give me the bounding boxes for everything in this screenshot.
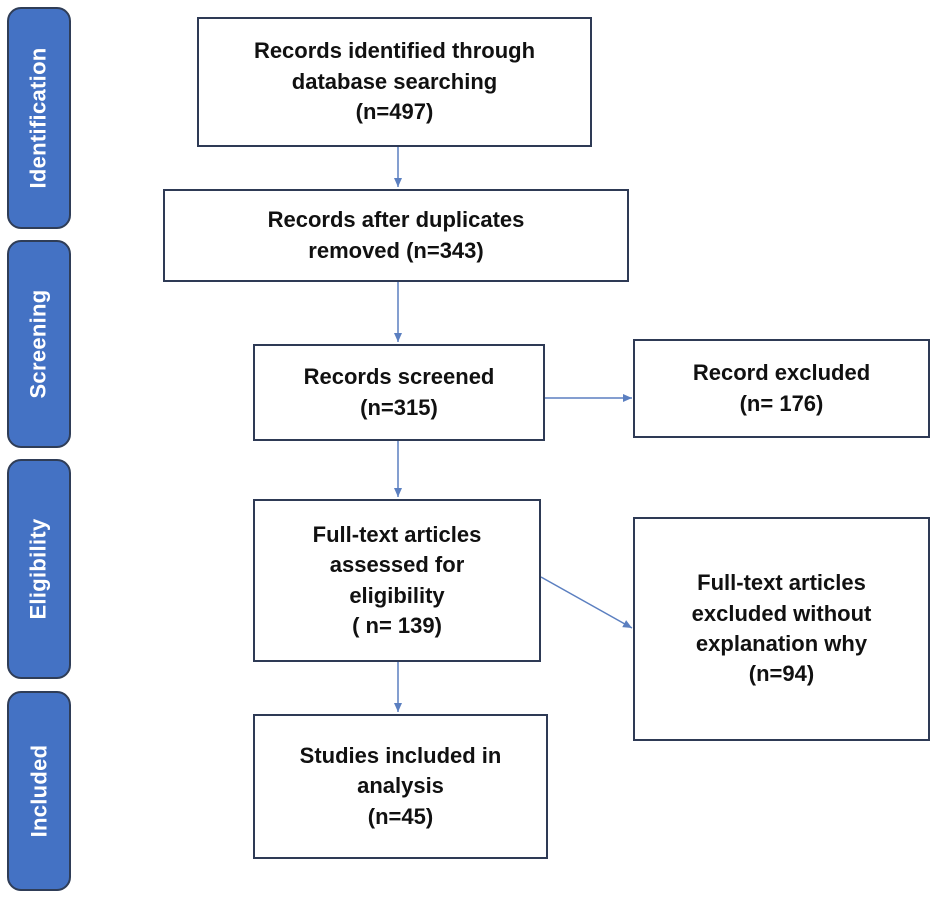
box-text-line: (n=497) [355,99,434,125]
arrow-fulltext-to-excluded [540,576,633,629]
box-text-line: Studies included in [299,742,502,768]
stage-identification: Identification [7,7,71,229]
box-records-excluded: Record excluded (n= 176) [633,339,930,438]
box-text-line: (n= 176) [739,390,824,416]
stage-included: Included [7,691,71,891]
box-text-line: assessed for [329,552,465,578]
box-text-line: Full-text articles [312,521,482,547]
box-text-line: ( n= 139) [352,612,442,638]
box-text-line: Records after duplicates [267,207,525,233]
box-records-screened: Records screened (n=315) [253,344,545,441]
box-text-line: Records screened [303,364,495,390]
box-text-line: (n=94) [748,661,815,687]
stage-screening: Screening [7,240,71,448]
box-text-line: eligibility [349,582,445,608]
box-fulltext-assessed: Full-text articles assessed for eligibil… [253,499,541,662]
box-records-identified: Records identified through database sear… [197,17,592,147]
box-studies-included: Studies included in analysis (n=45) [253,714,548,859]
box-text-line: analysis [357,773,444,799]
box-text-line: Records identified through [253,38,536,64]
box-text-line: explanation why [695,631,868,656]
box-records-deduplicated: Records after duplicates removed (n=343) [163,189,629,282]
box-text-line: excluded without [691,600,872,626]
box-text-line: Record excluded [692,360,871,386]
stage-eligibility: Eligibility [7,459,71,679]
box-text-line: removed (n=343) [308,237,484,263]
box-text-line: Full-text articles [697,570,866,596]
box-text-line: database searching [291,68,498,94]
box-text-line: (n=45) [367,803,434,829]
box-fulltext-excluded: Full-text articles excluded without expl… [633,517,930,741]
box-text-line: (n=315) [360,394,438,420]
